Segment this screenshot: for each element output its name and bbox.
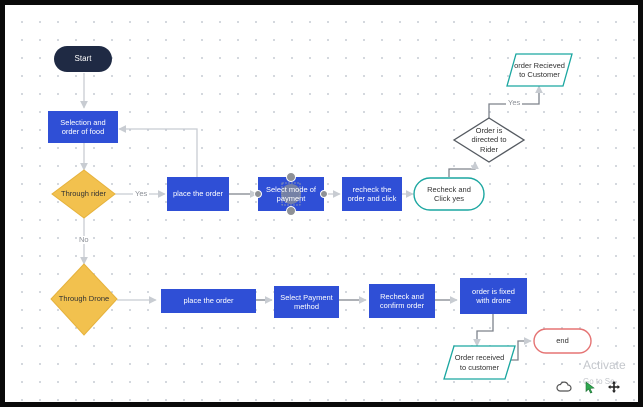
directed-to-rider-decision[interactable]: [452, 117, 526, 163]
place-order-1-process[interactable]: [167, 177, 229, 211]
through-rider-decision[interactable]: [51, 169, 116, 219]
recheck-click-yes-terminal[interactable]: [413, 177, 485, 211]
connector-fixed-received: [473, 314, 494, 347]
select-payment-process[interactable]: [274, 286, 339, 318]
activation-watermark-title: Activate: [583, 358, 626, 372]
place-order-2-process[interactable]: [161, 289, 256, 313]
edge-label-yes-directed: Yes: [506, 98, 523, 107]
selection-process[interactable]: [48, 111, 118, 143]
flowchart-diagram: [48, 46, 592, 380]
edge-label-no-rider: No: [77, 235, 91, 244]
start-terminal[interactable]: [54, 46, 112, 72]
cloud-icon[interactable]: [556, 379, 572, 395]
pointer-icon[interactable]: [582, 379, 598, 395]
through-drone-decision[interactable]: [50, 263, 118, 336]
connector-recheckyes-directed: [448, 161, 479, 177]
recheck-confirm-process[interactable]: [369, 284, 435, 318]
received-customer-top-io[interactable]: [506, 53, 573, 87]
connector-place1-selection-back: [118, 125, 198, 177]
move-icon[interactable]: [606, 379, 622, 395]
received-customer-bottom-io[interactable]: [443, 345, 516, 380]
connector-received-end: [509, 337, 532, 361]
edge-label-yes-rider: Yes: [133, 189, 150, 198]
flowchart-canvas[interactable]: Start Selection and order of food Throug…: [10, 10, 638, 402]
end-terminal[interactable]: [533, 328, 592, 354]
selection-handles[interactable]: [254, 172, 328, 216]
fixed-with-drone-process[interactable]: [460, 278, 527, 314]
recheck-click-process[interactable]: [342, 177, 402, 211]
activation-watermark-subtitle: Go to Se: [583, 377, 615, 386]
